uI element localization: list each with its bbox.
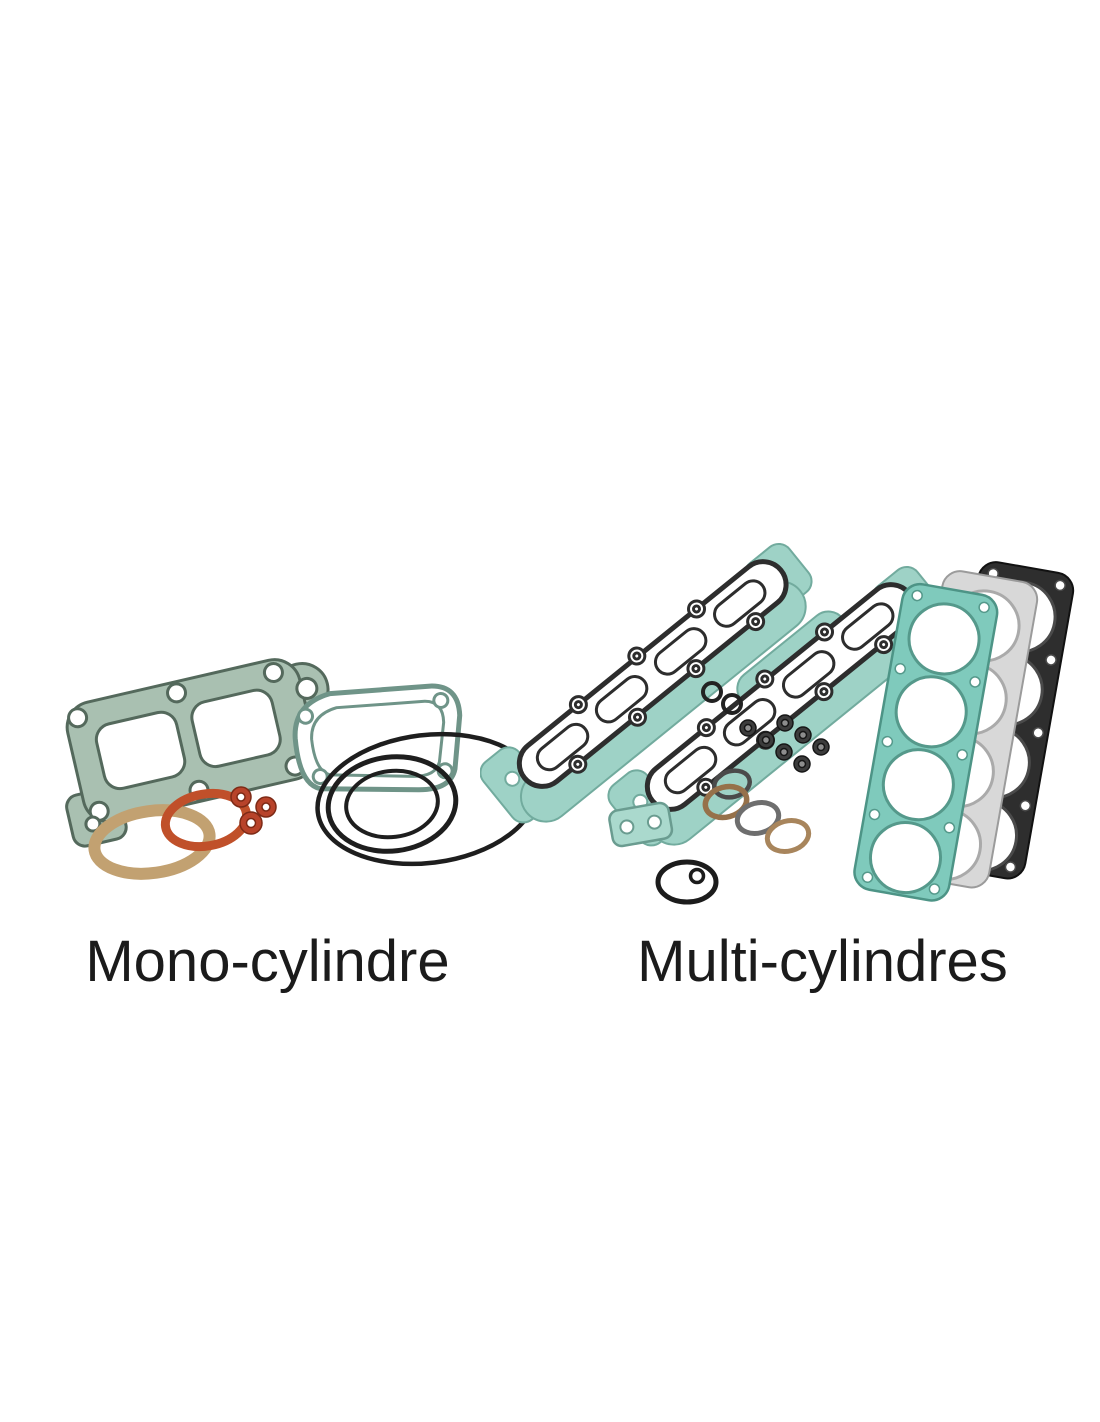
multi-cylinder-label: Multi-cylindres — [637, 929, 1008, 994]
small-o-rings — [701, 681, 743, 715]
valve-stem-seals — [739, 714, 830, 773]
paper-ring-gasket — [88, 804, 216, 880]
head-gasket-green — [853, 582, 999, 902]
mono-cylinder-label: Mono-cylindre — [85, 929, 450, 994]
cover-gasket-outline — [292, 683, 463, 793]
multi-cylinder-kit-image — [480, 542, 1075, 905]
metal-rings — [702, 768, 812, 854]
small-teal-gasket-plate — [608, 801, 674, 848]
cam-cover-gasket-dark-left — [516, 559, 789, 789]
o-ring-with-seal — [655, 859, 719, 905]
red-washers — [230, 786, 277, 835]
mono-cylinder-kit-image — [65, 658, 539, 880]
